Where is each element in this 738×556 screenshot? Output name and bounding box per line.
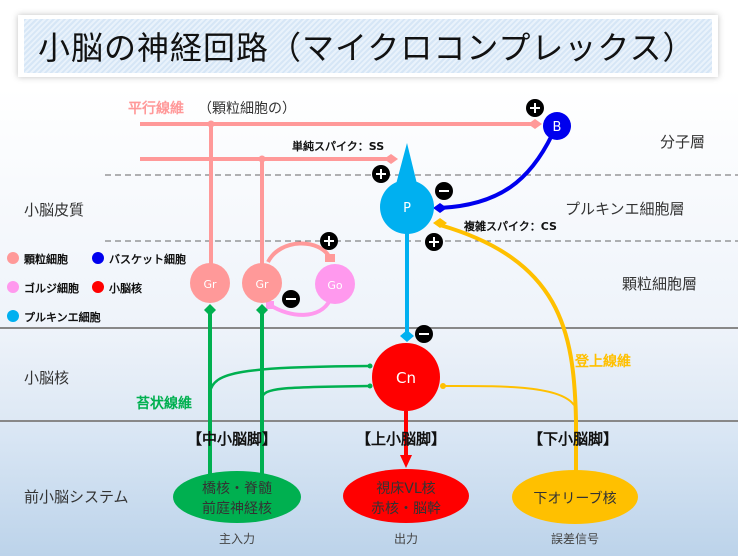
legend-swatch-golgi xyxy=(7,281,19,293)
page-title: 小脳の神経回路（マイクロコンプレックス） xyxy=(38,29,696,67)
granule-cell-1-label: Gr xyxy=(203,278,217,291)
plus-icon xyxy=(425,233,443,251)
complex-spike-label: 複雑スパイク：CS xyxy=(463,219,557,233)
nuclei-cell-label: Cn xyxy=(396,369,416,387)
legend-label-golgi: ゴルジ細胞 xyxy=(24,281,79,295)
plus-icon xyxy=(526,99,544,117)
legend: 顆粒細胞 バスケット細胞 ゴルジ細胞 小脳核 プルキンエ細胞 xyxy=(7,252,186,324)
legend-label-nuclei: 小脳核 xyxy=(108,281,142,295)
parallel-fiber-label: 平行線維 xyxy=(128,100,184,117)
parallel-fibers xyxy=(140,119,542,268)
pontine-line2: 前庭神経核 xyxy=(202,500,272,517)
label-precerebellar: 前小脳システム xyxy=(24,488,129,506)
label-purkinje-layer: プルキンエ細胞層 xyxy=(565,200,685,218)
simple-spike-label: 単純スパイク：SS xyxy=(292,139,384,153)
minus-icon xyxy=(282,290,300,308)
plus-icon xyxy=(320,232,338,250)
thalamus-ellipse xyxy=(343,469,469,523)
plus-icon xyxy=(372,165,390,183)
basket-cell xyxy=(543,112,571,140)
purkinje-cell-label: P xyxy=(403,201,411,216)
basket-axon xyxy=(439,134,554,210)
golgi-cell xyxy=(315,264,355,304)
pontine-nuclei-ellipse xyxy=(173,471,301,523)
thalamus-line1: 視床VL核 xyxy=(376,481,435,497)
parallel-fiber-note: （顆粒細胞の） xyxy=(198,101,296,117)
output-arrow-icon xyxy=(400,455,412,468)
olive-caption: 誤差信号 xyxy=(551,531,599,546)
title-box: 小脳の神経回路（マイクロコンプレックス） xyxy=(18,15,718,77)
granule-cell-2-label: Gr xyxy=(255,278,269,291)
label-cortex: 小脳皮質 xyxy=(24,201,84,219)
nuclei-cell xyxy=(372,343,440,411)
thalamus-caption: 出力 xyxy=(394,532,418,546)
pontine-line1: 橋核・脊髄 xyxy=(202,481,272,497)
cortex-background xyxy=(0,88,738,328)
superior-peduncle-label: 【上小脳脚】 xyxy=(356,430,446,448)
middle-peduncle-label: 【中小脳脚】 xyxy=(187,430,277,448)
golgi-loop xyxy=(266,241,335,317)
pontine-caption: 主入力 xyxy=(219,532,255,546)
inferior-peduncle-label: 【下小脳脚】 xyxy=(528,430,618,448)
mossy-fibers xyxy=(204,304,373,480)
climbing-fiber xyxy=(433,218,578,490)
olive-label: 下オリーブ核 xyxy=(533,490,616,507)
granule-cell-1 xyxy=(190,263,230,303)
legend-swatch-granule xyxy=(7,252,19,264)
legend-swatch-purkinje xyxy=(7,310,19,322)
golgi-cell-label: Go xyxy=(327,279,343,292)
basket-cell-label: B xyxy=(553,120,562,135)
legend-label-granule: 顆粒細胞 xyxy=(24,252,68,266)
label-granular-layer: 顆粒細胞層 xyxy=(622,275,697,293)
granule-cell-2 xyxy=(242,263,282,303)
minus-icon xyxy=(415,325,433,343)
legend-swatch-basket xyxy=(92,252,104,264)
nuclei-background xyxy=(0,328,738,422)
climbing-fiber-label: 登上線維 xyxy=(574,353,631,370)
label-nuclei: 小脳核 xyxy=(24,369,69,387)
purkinje-cell xyxy=(380,143,434,342)
legend-label-basket: バスケット細胞 xyxy=(109,252,186,266)
legend-label-purkinje: プルキンエ細胞 xyxy=(24,310,101,324)
mossy-fiber-label: 苔状線維 xyxy=(136,395,192,412)
thalamus-line2: 赤核・脳幹 xyxy=(371,500,441,517)
olive-ellipse xyxy=(512,470,638,524)
minus-icon xyxy=(435,182,453,200)
legend-swatch-nuclei xyxy=(92,281,104,293)
label-molecular-layer: 分子層 xyxy=(660,133,705,151)
